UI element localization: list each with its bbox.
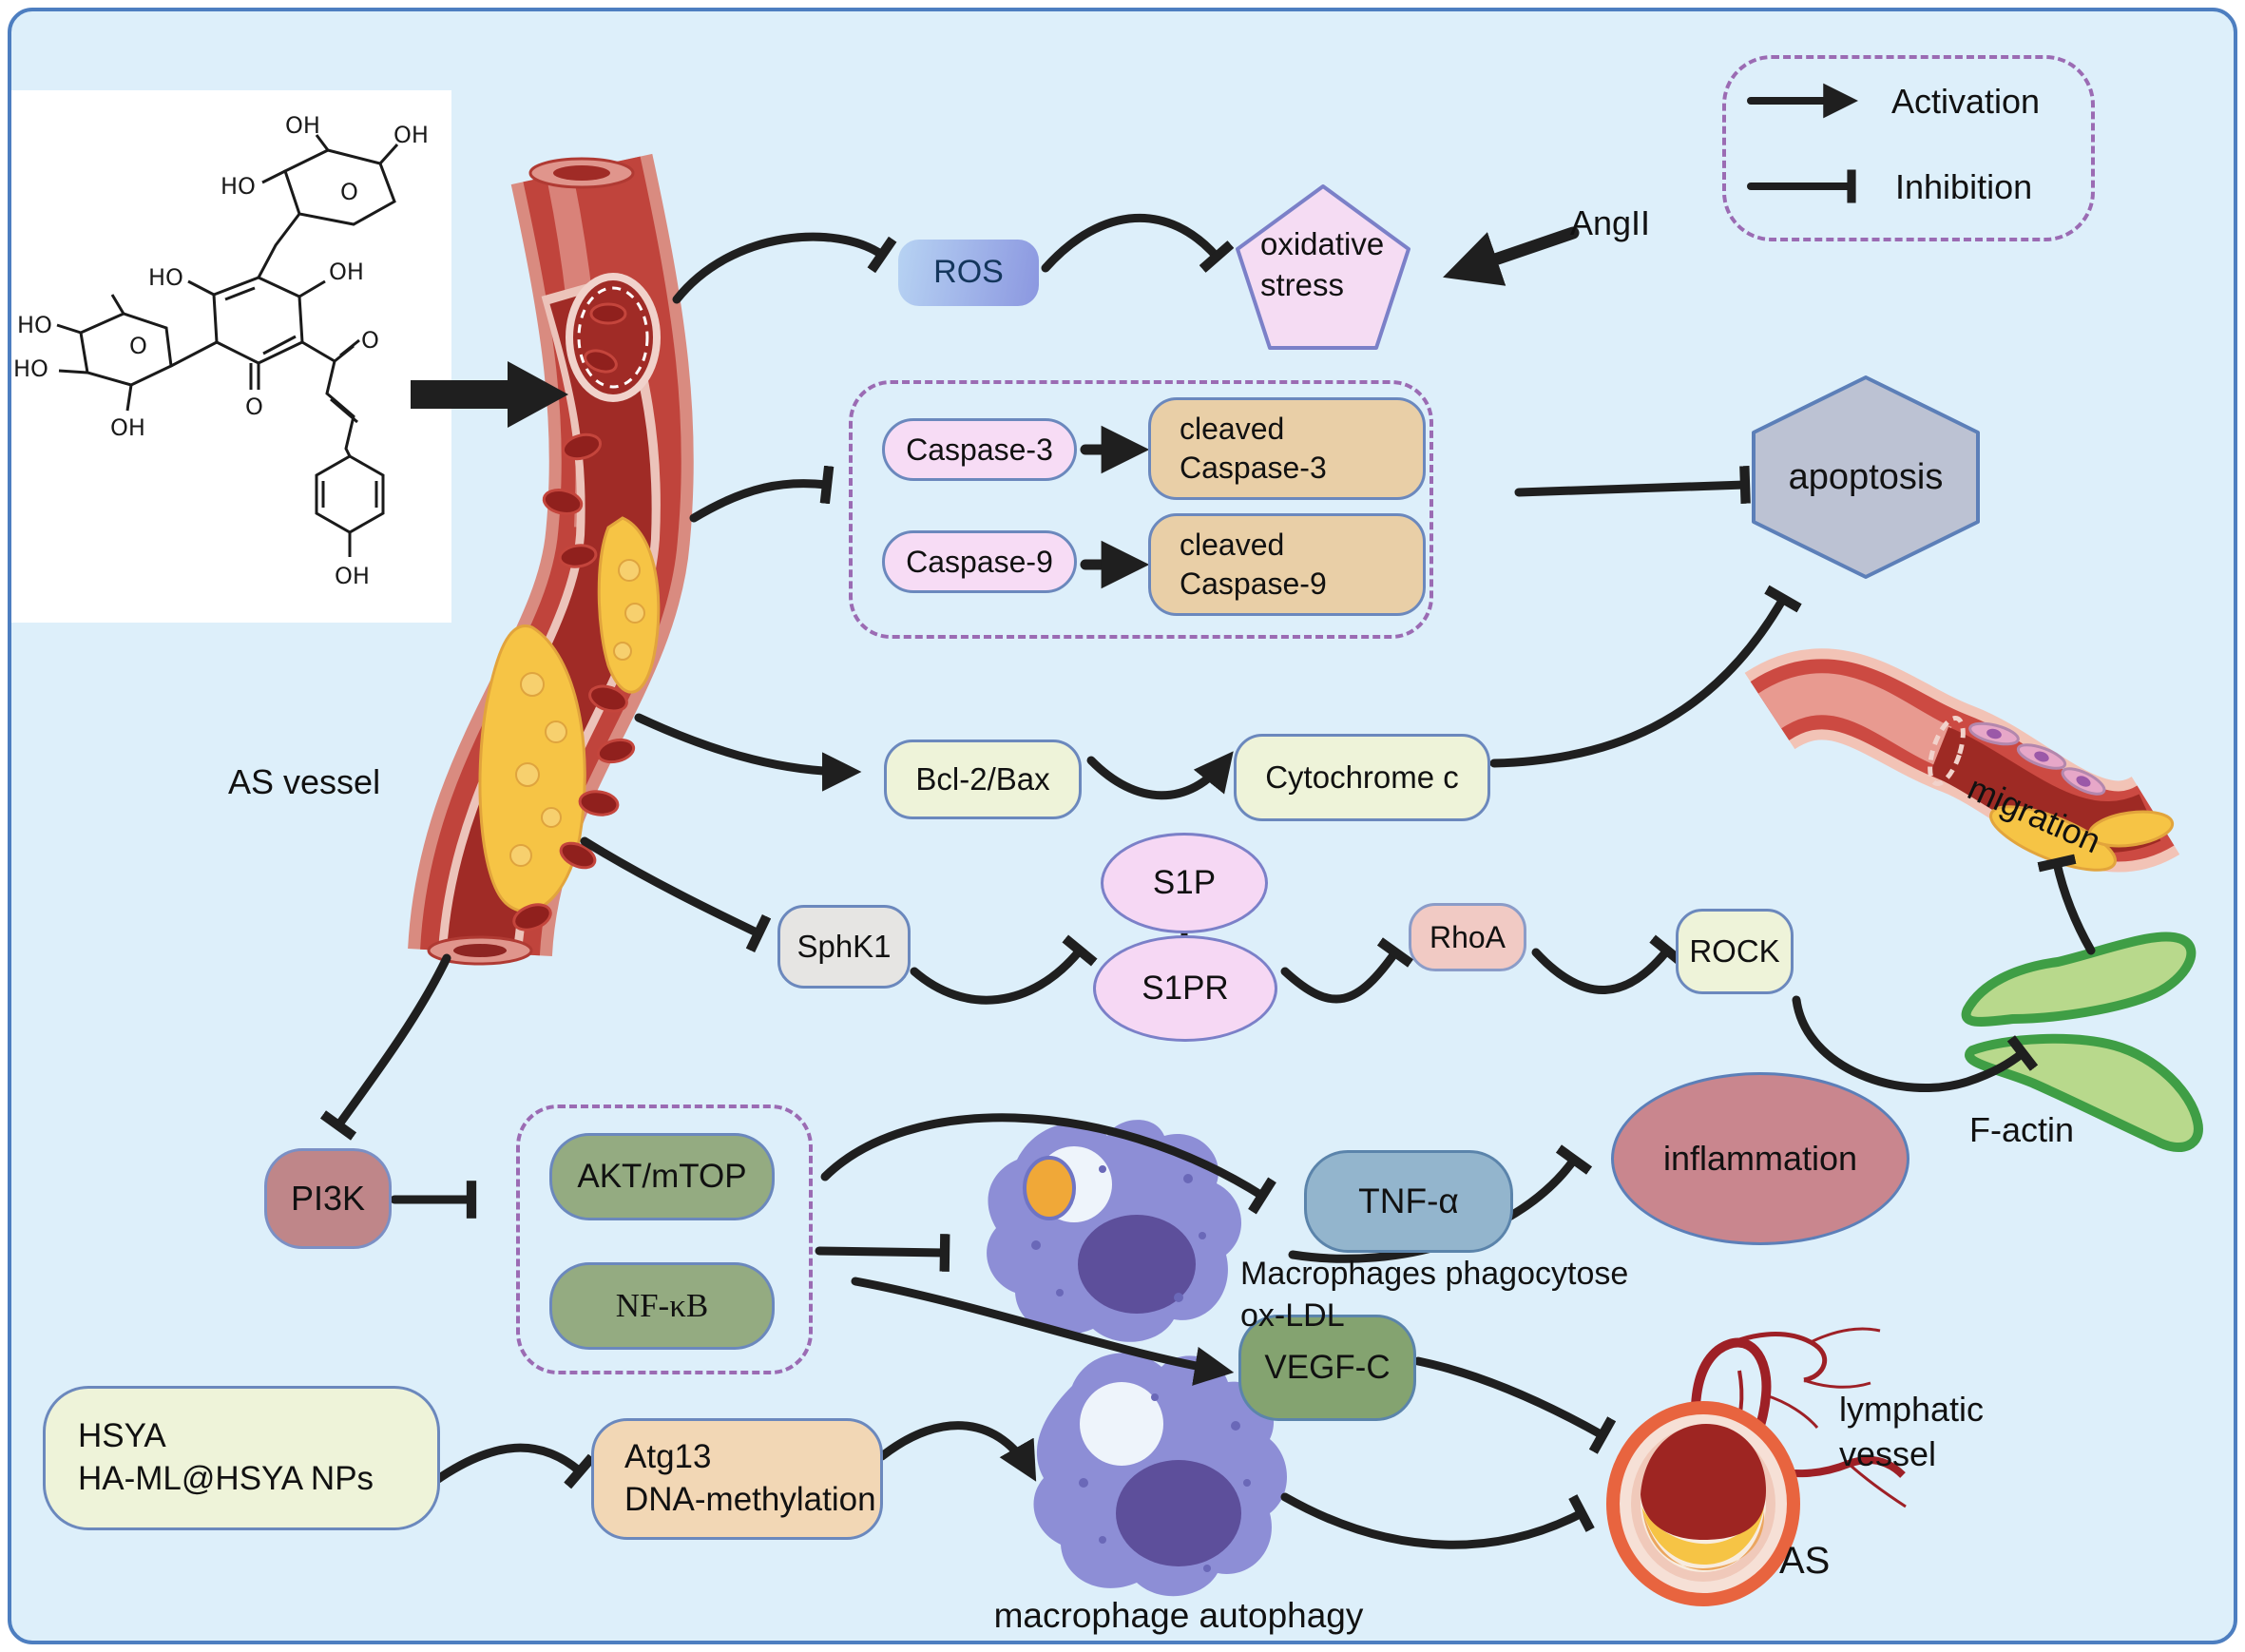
edge-rhoa-rock (1531, 934, 1685, 994)
node-caspase-9: Caspase-9 (882, 530, 1077, 593)
node-apoptosis-label: apoptosis (1788, 457, 1944, 497)
chem-label-oh: OH (393, 122, 429, 148)
edge-sphk1-s1p (910, 934, 1098, 1005)
migration-plaque-2 (2087, 810, 2175, 848)
angii-label: AngII (1570, 203, 1651, 242)
node-nfkb: NF-κB (549, 1262, 775, 1350)
oxidative-stress-pentagon (1236, 184, 1410, 350)
hsya-to-vessel-arrow (411, 361, 568, 428)
node-vegfc: VEGF-C (1238, 1315, 1416, 1421)
hsya-chemical-structure (56, 134, 399, 557)
edge-vegfc-lymphatic (1413, 1356, 1617, 1454)
macrophage-nucleus (1078, 1215, 1196, 1314)
vessel-top-lumen (553, 165, 610, 181)
macrophage-phagocytose-illustration (987, 1120, 1242, 1342)
cytoplasm-granules (1031, 1165, 1206, 1302)
edge-atg13-autophagy (877, 1421, 1037, 1482)
chem-label-ho: HO (148, 264, 183, 291)
autophagosome-vacuole (1080, 1382, 1163, 1466)
node-ros: ROS (898, 240, 1039, 306)
apoptosis-hexagon (1752, 375, 1980, 579)
as-cross-section-illustration (1606, 1401, 1800, 1606)
node-pi3k: PI3K (264, 1148, 392, 1249)
legend-activation-label: Activation (1891, 82, 2041, 121)
edge-vessel-pi3k (319, 953, 451, 1141)
node-hsya: HSYA HA-ML@HSYA NPs (43, 1386, 440, 1530)
edge-cytochromec-apoptosis (1489, 585, 1802, 768)
edge-s1pr-rhoa (1280, 937, 1414, 1004)
chem-label-ho: HO (221, 173, 256, 200)
edge-ros-oxstress (1041, 214, 1235, 273)
caspase-group-box (849, 380, 1433, 639)
chem-label-ho: HO (17, 312, 52, 338)
plaque-deposits (478, 516, 661, 913)
macrophage-autophagy-label: macrophage autophagy (993, 1596, 1364, 1635)
node-sphk1: SphK1 (777, 905, 911, 989)
migration-vessel-illustration (1744, 648, 2180, 873)
node-s1pr: S1PR (1093, 935, 1277, 1042)
chem-label-oh: OH (285, 112, 320, 139)
edge-angii-oxstress (1443, 226, 1580, 286)
chem-label-o: O (129, 333, 147, 359)
edge-vessel-ros (672, 232, 897, 304)
as-vessel-illustration (408, 153, 694, 966)
chem-label-oh: OH (329, 259, 364, 285)
edge-vessel-caspases (689, 465, 835, 523)
node-oxidative-stress-label: oxidative stress (1260, 226, 1385, 302)
ox-ldl-particle (1023, 1156, 1076, 1220)
node-cleaved-caspase-3: cleaved Caspase-3 (1148, 397, 1426, 500)
akt-nfkb-group-box (516, 1105, 813, 1374)
edge-factin-migration (2037, 854, 2096, 955)
lymphatic-vessel-label: lymphatic vessel (1839, 1390, 1985, 1473)
edge-rock-factin (1792, 995, 2039, 1092)
edge-aktgroup-tnfa (820, 1113, 1276, 1215)
cell-nuclei (1986, 728, 2091, 787)
node-s1p: S1P (1101, 833, 1268, 933)
node-rock: ROCK (1676, 909, 1794, 994)
node-atg13: Atg13 DNA-methylation (591, 1418, 883, 1540)
node-bcl2-bax: Bcl-2/Bax (884, 740, 1082, 819)
node-rhoa: RhoA (1409, 903, 1526, 971)
edge-autophagy-as (1280, 1492, 1595, 1549)
cytoplasm-granules (1079, 1393, 1251, 1572)
edge-vessel-bcl2bax (634, 713, 862, 792)
as-label: AS (1779, 1540, 1831, 1582)
chem-label-o: O (340, 179, 358, 205)
vessel-bottom-lumen (453, 944, 507, 957)
chem-label-o: O (245, 394, 263, 420)
migration-vessel-opening (1928, 715, 1966, 787)
chem-label-ho: HO (13, 355, 48, 382)
node-cleaved-caspase-9: cleaved Caspase-9 (1148, 513, 1426, 616)
edge-aktgroup-vegfc (851, 1277, 1235, 1386)
chem-label-o: O (361, 327, 379, 354)
red-blood-cells (512, 302, 636, 932)
node-cytochrome-c: Cytochrome c (1234, 734, 1490, 821)
legend-box (1722, 55, 2095, 241)
vessel-opening (566, 273, 661, 402)
macrophage-nucleus (1116, 1460, 1241, 1566)
edge-bcl2bax-cytochromec (1086, 751, 1234, 800)
f-actin-label: F-actin (1969, 1110, 2075, 1149)
legend-inhibition-label: Inhibition (1895, 167, 2033, 206)
edge-caspases-apoptosis (1514, 466, 1751, 504)
chem-label-oh: OH (110, 414, 145, 441)
macrophages-phagocytose-label: Macrophages phagocytose ox-LDL (1240, 1256, 1629, 1335)
macrophage-autophagy-illustration (1033, 1353, 1287, 1597)
edge-hsya-atg13 (431, 1443, 596, 1489)
edge-aktgroup-macrophage (815, 1234, 950, 1272)
vessel-opening-rim (577, 286, 649, 389)
chem-label-oh: OH (335, 563, 370, 589)
node-tnfa: TNF-α (1304, 1150, 1513, 1253)
node-akt-mtop: AKT/mTOP (549, 1133, 775, 1220)
node-caspase-3: Caspase-3 (882, 418, 1077, 481)
edge-vessel-sphk1 (580, 836, 772, 953)
as-vessel-label: AS vessel (228, 762, 381, 801)
node-inflammation: inflammation (1611, 1072, 1909, 1245)
